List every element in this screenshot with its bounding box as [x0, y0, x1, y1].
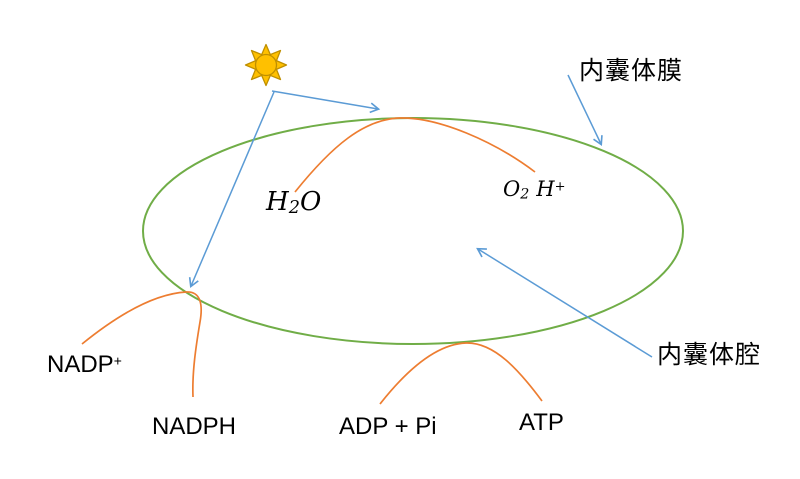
sun-icon	[244, 43, 288, 87]
adp-pi-label: ADP + Pi	[339, 413, 437, 440]
membrane-label-arrow	[567, 74, 603, 147]
light-arrow-to-membrane-top	[271, 90, 381, 114]
nadph-formation-curve	[81, 291, 203, 398]
oxygen-label-o: O	[503, 177, 521, 201]
membrane-label: 内囊体膜	[579, 58, 684, 85]
water-label-sub: 2	[288, 198, 300, 219]
nadp-label: NADP+	[47, 353, 122, 377]
proton-label-sup: +	[554, 179, 566, 195]
atp-label: ATP	[519, 409, 564, 436]
water-label: H2O	[266, 189, 321, 218]
proton-label-h: H	[536, 177, 555, 201]
thylakoid-membrane-ellipse	[142, 117, 684, 345]
nadp-label-base: NADP	[47, 351, 114, 378]
nadp-label-sup: +	[113, 352, 122, 369]
water-label-h: H	[266, 187, 289, 217]
lumen-label-arrow	[476, 247, 653, 358]
light-arrow-to-nadph-site	[188, 91, 275, 289]
oxygen-label-sub: 2	[520, 186, 530, 203]
lumen-label: 内囊体腔	[657, 342, 762, 369]
water-splitting-curve	[294, 117, 536, 193]
atp-synthesis-curve	[379, 342, 543, 405]
water-label-o: O	[299, 187, 322, 217]
nadph-label: NADPH	[152, 413, 237, 440]
